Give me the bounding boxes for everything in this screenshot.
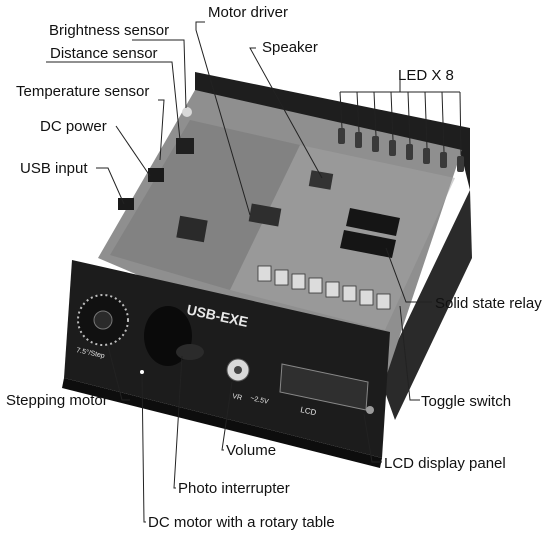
label-dc-motor-rotary-table: DC motor with a rotary table xyxy=(148,514,335,531)
toggle-switch-row xyxy=(257,265,391,310)
label-photo-interrupter: Photo interrupter xyxy=(178,480,290,497)
temperature-callout xyxy=(158,99,165,161)
panel-vr-text: VR xyxy=(232,393,243,402)
mcu-chip xyxy=(176,215,208,243)
photo-interrupter-part xyxy=(176,344,204,360)
label-brightness-sensor: Brightness sensor xyxy=(49,22,170,39)
distance-callout xyxy=(46,61,181,141)
driver-chip xyxy=(248,203,282,227)
led-lead-6 xyxy=(424,91,428,149)
board-shade xyxy=(110,120,300,290)
label-usb-input: USB input xyxy=(20,160,88,177)
label-led-x8: LED X 8 xyxy=(398,67,454,84)
front-panel xyxy=(64,260,390,458)
relay-callout xyxy=(385,247,432,303)
panel-lcd-text: LCD xyxy=(300,405,318,417)
label-dc-power: DC power xyxy=(40,118,107,135)
dc-motor-callout xyxy=(141,371,146,523)
label-temperature-sensor: Temperature sensor xyxy=(16,83,150,100)
led-lead-1 xyxy=(339,91,343,129)
case-back-rail xyxy=(195,72,470,190)
speaker-chip xyxy=(308,170,334,190)
label-speaker: Speaker xyxy=(262,39,318,56)
led-lead-2 xyxy=(356,91,360,133)
label-distance-sensor: Distance sensor xyxy=(50,45,158,62)
brightness-sensor-part xyxy=(182,107,192,117)
volume-knob-center xyxy=(234,366,242,374)
led-lead-4 xyxy=(390,91,394,141)
usb-callout xyxy=(96,167,125,205)
dc-motor-dot xyxy=(140,370,144,374)
dc-jack xyxy=(148,168,164,182)
led-lead-8 xyxy=(459,91,462,157)
toggle-callout xyxy=(399,305,420,401)
label-motor-driver: Motor driver xyxy=(208,4,289,21)
volume-callout xyxy=(221,381,233,451)
label-stepping-motor: Stepping motor xyxy=(6,392,108,409)
panel-voltage-text: ~2.5V xyxy=(250,395,270,406)
usb-jack xyxy=(118,198,134,210)
led-lead-3 xyxy=(373,91,377,137)
motor-driver-callout xyxy=(195,21,251,216)
lcd-callout xyxy=(363,413,382,463)
solid-state-relays xyxy=(340,208,400,258)
led-lead-7 xyxy=(441,91,445,153)
label-toggle-switch: Toggle switch xyxy=(421,393,512,410)
callout-lines xyxy=(46,21,462,523)
speaker-callout xyxy=(249,47,323,179)
label-volume: Volume xyxy=(226,442,277,459)
label-lcd-display-panel: LCD display panel xyxy=(384,455,506,472)
sensor-block xyxy=(176,138,194,154)
dc-power-callout xyxy=(115,125,151,177)
stepping-callout xyxy=(107,345,130,401)
case-side-wall xyxy=(380,190,472,420)
led-lead-5 xyxy=(407,91,411,145)
stepping-motor-hub xyxy=(93,310,113,330)
brightness-callout xyxy=(132,39,187,109)
led-row xyxy=(338,128,464,172)
photo-callout xyxy=(173,355,183,489)
label-solid-state-relay: Solid state relay xyxy=(435,295,542,312)
panel-screw xyxy=(366,406,374,414)
